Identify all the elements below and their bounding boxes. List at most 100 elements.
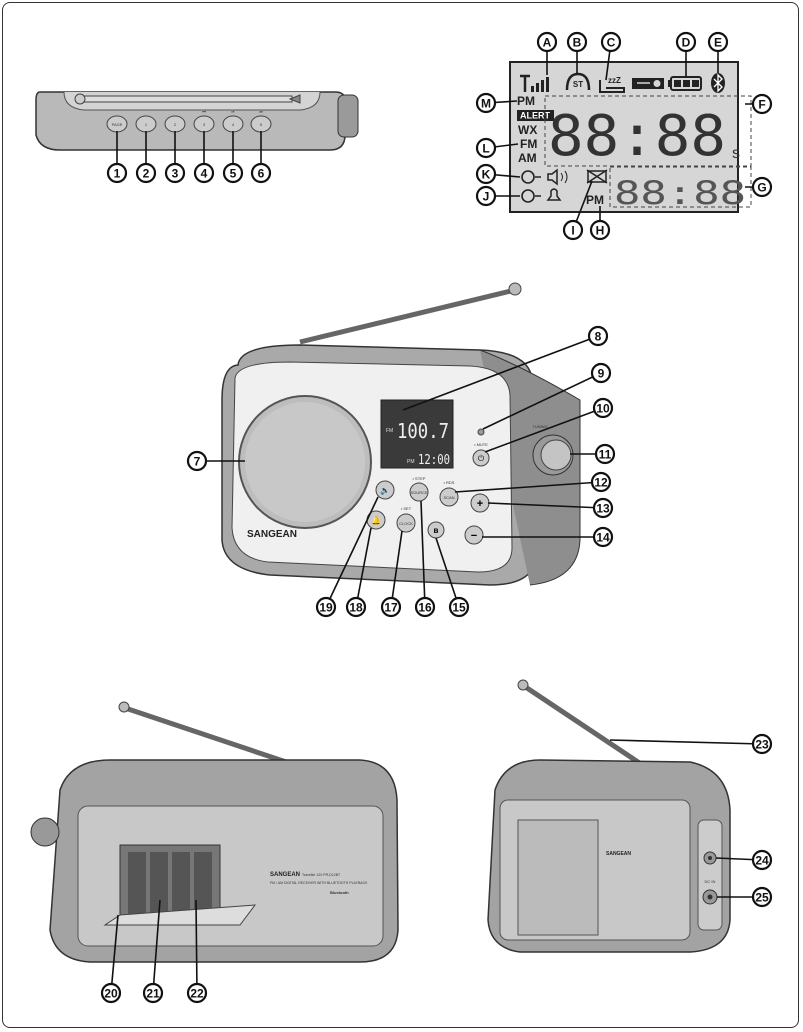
svg-text:• RDS: • RDS — [444, 480, 455, 485]
svg-text:FM / AM DIGITAL RECEIVER WITH: FM / AM DIGITAL RECEIVER WITH BLUETOOTH … — [270, 881, 368, 885]
leader-line — [355, 527, 372, 608]
brand-logo: SANGEAN — [247, 529, 297, 540]
scan-button[interactable]: SCAN — [439, 487, 459, 507]
clock-button[interactable]: CLOCK — [396, 513, 416, 533]
callout-label: 18 — [349, 601, 363, 615]
fm-indicator: FM — [520, 137, 537, 151]
callout-marker: 10 — [592, 397, 614, 419]
callout-marker: 15 — [448, 596, 470, 618]
svg-text:SANGEAN: SANGEAN — [606, 851, 631, 857]
callout-label: L — [482, 142, 489, 156]
callout-marker: F — [751, 93, 773, 115]
callout-marker: 17 — [380, 596, 402, 618]
leader-line — [110, 914, 119, 994]
tuning-knob — [30, 817, 60, 847]
callout-marker: D — [675, 31, 697, 53]
callout-label: 7 — [194, 455, 201, 469]
svg-text:• SET: • SET — [401, 506, 412, 511]
callout-marker: K — [475, 163, 497, 185]
leader-line — [420, 500, 426, 608]
leader-line — [402, 335, 599, 411]
callout-label: I — [571, 224, 574, 238]
dc-in-jack[interactable] — [702, 889, 718, 905]
callout-label: 19 — [319, 601, 333, 615]
callout-label: M — [481, 97, 491, 111]
svg-text:⏻: ⏻ — [478, 454, 485, 463]
callout-marker: 11 — [594, 443, 616, 465]
headphone-jack[interactable] — [703, 851, 717, 865]
callout-label: 2 — [143, 167, 150, 181]
callout-label: 15 — [452, 601, 466, 615]
callout-marker: H — [589, 219, 611, 241]
callout-marker: 22 — [186, 982, 208, 1004]
leader-line — [325, 496, 379, 608]
leader-line — [487, 502, 604, 509]
svg-text:zzZ: zzZ — [608, 76, 621, 85]
callout-label: 23 — [755, 738, 769, 752]
callout-label: D — [682, 36, 691, 50]
minus-button[interactable]: − — [464, 525, 484, 545]
top-preset-button[interactable]: PAGE — [106, 115, 128, 133]
volume-speaker-button[interactable]: 🔈 — [375, 480, 395, 500]
top-preset-button[interactable]: 2 — [164, 115, 186, 133]
callout-label: H — [596, 224, 605, 238]
bluetooth-button[interactable]: ʙ — [427, 521, 445, 539]
top-preset-button[interactable]: 5 — [250, 115, 272, 133]
callout-marker: 1 — [106, 162, 128, 184]
svg-text:PM: PM — [407, 459, 415, 465]
svg-text:🔈: 🔈 — [380, 486, 390, 495]
plus-button[interactable]: + — [470, 493, 490, 513]
radio-top-view — [35, 91, 359, 151]
power-button[interactable]: ⏻ — [472, 449, 490, 467]
callout-label: 3 — [172, 167, 179, 181]
tuning-knob[interactable] — [532, 434, 574, 476]
callout-label: 12 — [594, 476, 608, 490]
callout-marker: 8 — [587, 325, 609, 347]
svg-text:• MUTE: • MUTE — [474, 442, 488, 447]
svg-text:Traveller 120 PR-D12BT: Traveller 120 PR-D12BT — [302, 873, 341, 877]
callout-marker: J — [475, 185, 497, 207]
svg-text:Bluetooth: Bluetooth — [330, 890, 349, 895]
callout-marker: 6 — [250, 162, 272, 184]
pm-clock-indicator: PM — [586, 193, 604, 207]
callout-label: G — [757, 181, 766, 195]
svg-text:−: − — [471, 530, 477, 542]
callout-marker: 3 — [164, 162, 186, 184]
callout-label: J — [483, 190, 490, 204]
button-label: 4 — [232, 122, 235, 127]
callout-marker: 13 — [592, 497, 614, 519]
callout-label: 8 — [595, 330, 602, 344]
source-button[interactable]: SOURCE — [409, 482, 429, 502]
button-label: 3 — [203, 122, 206, 127]
media-symbol: ⏯ — [231, 109, 234, 114]
svg-text:SCAN: SCAN — [443, 495, 454, 500]
top-preset-button[interactable]: 4 — [222, 115, 244, 133]
button-label: 1 — [145, 122, 148, 127]
callout-label: K — [482, 168, 491, 182]
frequency-digits: 88:88 — [548, 104, 726, 169]
bluetooth-icon — [711, 73, 725, 93]
callout-marker: B — [566, 31, 588, 53]
svg-text:CLOCK: CLOCK — [399, 521, 413, 526]
antenna-folded — [81, 95, 293, 103]
antenna — [299, 287, 516, 345]
svg-text:• STEP: • STEP — [413, 476, 426, 481]
svg-text:s: s — [732, 145, 740, 162]
svg-text:🔔: 🔔 — [371, 516, 381, 525]
media-symbol: ⏭ — [259, 109, 263, 114]
top-preset-button[interactable]: 3 — [193, 115, 215, 133]
callout-label: 9 — [598, 367, 605, 381]
top-preset-button[interactable]: 1 — [135, 115, 157, 133]
callout-label: C — [607, 36, 616, 50]
svg-text:TUNING: TUNING — [532, 424, 547, 429]
callout-marker: 2 — [135, 162, 157, 184]
button-label: 2 — [174, 122, 177, 127]
callout-label: 4 — [201, 167, 208, 181]
callout-marker: 19 — [315, 596, 337, 618]
callout-label: 14 — [596, 531, 610, 545]
alarm-radio-icon — [521, 168, 568, 186]
callout-marker: G — [751, 176, 773, 198]
callout-marker: 24 — [751, 849, 773, 871]
radio-front-view: SANGEAN FM 100.7 PM 12:00 ⏻ • MUTE TUNIN… — [221, 282, 581, 586]
